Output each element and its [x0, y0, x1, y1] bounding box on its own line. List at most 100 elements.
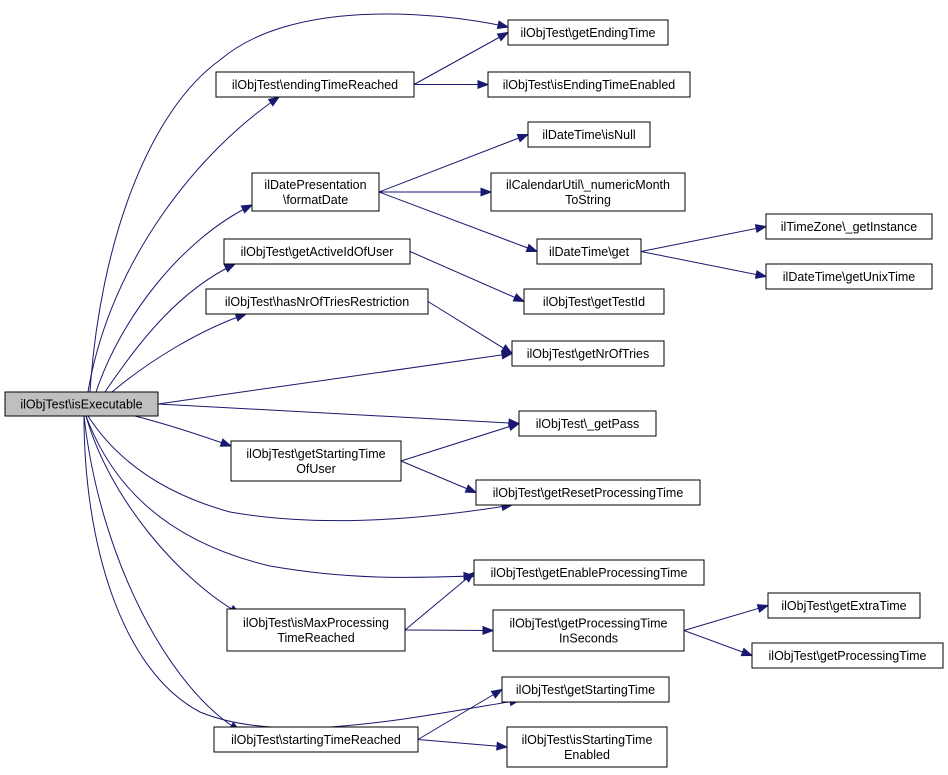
node-getResetProcessingTime[interactable]: ilObjTest\getResetProcessingTime [475, 479, 701, 506]
node-box [501, 676, 670, 703]
node-getNrOfTries[interactable]: ilObjTest\getNrOfTries [511, 340, 665, 367]
arrowhead-icon [223, 263, 237, 273]
node-label: ilObjTest\hasNrOfTriesRestriction [225, 295, 409, 309]
node-getEnableProcessingTime[interactable]: ilObjTest\getEnableProcessingTime [473, 559, 705, 586]
edge-root-to-isMaxProcessing [85, 415, 242, 615]
edge-formatDate-to-numericMonth [379, 187, 493, 197]
edge-line [640, 226, 767, 252]
edge-line [83, 415, 521, 729]
node-box [767, 592, 921, 619]
edge-formatDate-to-dtGet [378, 191, 539, 253]
edge-line [87, 415, 513, 522]
node-label: OfUser [296, 462, 336, 476]
edge-root-to-getNrOfTries [157, 350, 514, 405]
edge-line [95, 204, 253, 393]
node-label: ilObjTest\isStartingTime [522, 733, 653, 747]
node-getProcessingTime[interactable]: ilObjTest\getProcessingTime [751, 642, 944, 669]
node-label: ilObjTest\getStartingTime [246, 447, 385, 461]
arrowhead-icon [516, 133, 530, 143]
node-label: ilObjTest\getProcessingTime [769, 649, 927, 663]
node-isEndingTimeEnabled[interactable]: ilObjTest\isEndingTimeEnabled [487, 71, 691, 98]
edge-dtGet-to-tzGetInstance [640, 224, 768, 252]
node-startingTimeReached[interactable]: ilObjTest\startingTimeReached [213, 726, 419, 753]
edge-getStartingTimeOfUser-to-getResetProcessingTime [400, 460, 478, 494]
edge-line [417, 739, 508, 748]
arrowhead-icon [219, 438, 233, 447]
node-getActiveId[interactable]: ilObjTest\getActiveIdOfUser [223, 238, 411, 265]
node-getUnixTime[interactable]: ilDateTime\getUnixTime [765, 263, 933, 290]
node-box [215, 71, 415, 98]
edge-root-to-hasNrOfTries [111, 313, 248, 393]
arrowhead-icon [496, 20, 510, 30]
node-label: ilObjTest\getExtraTime [781, 599, 906, 613]
arrowhead-icon [496, 31, 510, 42]
edge-root-to-getPass [157, 403, 521, 428]
node-endingTimeReached[interactable]: ilObjTest\endingTimeReached [215, 71, 415, 98]
node-label: ilObjTest\_getPass [536, 417, 640, 431]
edge-line [378, 134, 529, 193]
node-box [527, 121, 651, 148]
node-label: ilObjTest\isEndingTimeEnabled [503, 78, 676, 92]
arrowhead-icon [234, 313, 248, 322]
node-getEndingTime[interactable]: ilObjTest\getEndingTime [507, 19, 669, 46]
edge-line [417, 689, 503, 740]
node-label: ilObjTest\getEndingTime [520, 26, 655, 40]
node-box [523, 288, 665, 315]
edge-endingTimeReached-to-getEndingTime [413, 31, 510, 85]
node-getExtraTime[interactable]: ilObjTest\getExtraTime [767, 592, 921, 619]
node-label: ilDateTime\isNull [542, 128, 635, 142]
node-box [213, 726, 419, 753]
edge-root-to-endingTimeReached [87, 96, 281, 393]
node-box [251, 172, 380, 212]
node-label: ilObjTest\getNrOfTries [527, 347, 649, 361]
node-formatDate[interactable]: ilDatePresentation\formatDate [251, 172, 380, 212]
node-isNull[interactable]: ilDateTime\isNull [527, 121, 651, 148]
edge-line [85, 415, 241, 615]
node-dtGet[interactable]: ilDateTime\get [536, 238, 642, 265]
node-label: ilObjTest\getTestId [543, 295, 645, 309]
node-hasNrOfTries[interactable]: ilObjTest\hasNrOfTriesRestriction [205, 288, 429, 315]
node-label: ilObjTest\getEnableProcessingTime [491, 566, 688, 580]
node-label: ilObjTest\getProcessingTime [510, 617, 668, 631]
edge-isMaxProcessing-to-getEnableProcessingTime [404, 571, 476, 631]
edge-getProcessingTimeInSeconds-to-getProcessingTime [683, 630, 754, 657]
edge-hasNrOfTries-to-getNrOfTries [427, 301, 514, 355]
function-nodes: ilObjTest\isExecutable ilObjTest\getEndin… [4, 19, 944, 768]
arrowhead-icon [463, 571, 476, 583]
edge-line [89, 13, 509, 393]
arrowhead-icon [500, 344, 514, 355]
node-getStartingTime[interactable]: ilObjTest\getStartingTime [501, 676, 670, 703]
edge-line [87, 96, 280, 393]
edge-root-to-formatDate [95, 204, 254, 393]
arrowhead-icon [240, 204, 254, 214]
node-box [4, 391, 159, 417]
node-label: ilObjTest\getResetProcessingTime [493, 486, 684, 500]
call-edges [83, 13, 770, 751]
arrowhead-icon [512, 293, 526, 303]
node-box [473, 559, 705, 586]
node-tzGetInstance[interactable]: ilTimeZone\_getInstance [765, 213, 933, 240]
node-label: \formatDate [283, 193, 348, 207]
node-box [765, 263, 933, 290]
arrowhead-icon [756, 604, 770, 613]
node-label: Enabled [564, 748, 610, 762]
node-getPass[interactable]: ilObjTest\_getPass [518, 410, 657, 437]
node-box [518, 410, 657, 437]
arrowhead-icon [464, 484, 478, 494]
node-getTestId[interactable]: ilObjTest\getTestId [523, 288, 665, 315]
node-root[interactable]: ilObjTest\isExecutable [4, 391, 159, 417]
edge-getStartingTimeOfUser-to-getPass [400, 422, 521, 462]
node-box [751, 642, 944, 669]
arrowhead-icon [477, 79, 490, 90]
edge-line [413, 32, 509, 85]
edge-root-to-getEndingTime [89, 13, 510, 393]
arrowhead-icon [754, 270, 768, 279]
edge-line [378, 191, 538, 252]
arrowhead-icon [740, 647, 754, 657]
node-box [507, 19, 669, 46]
